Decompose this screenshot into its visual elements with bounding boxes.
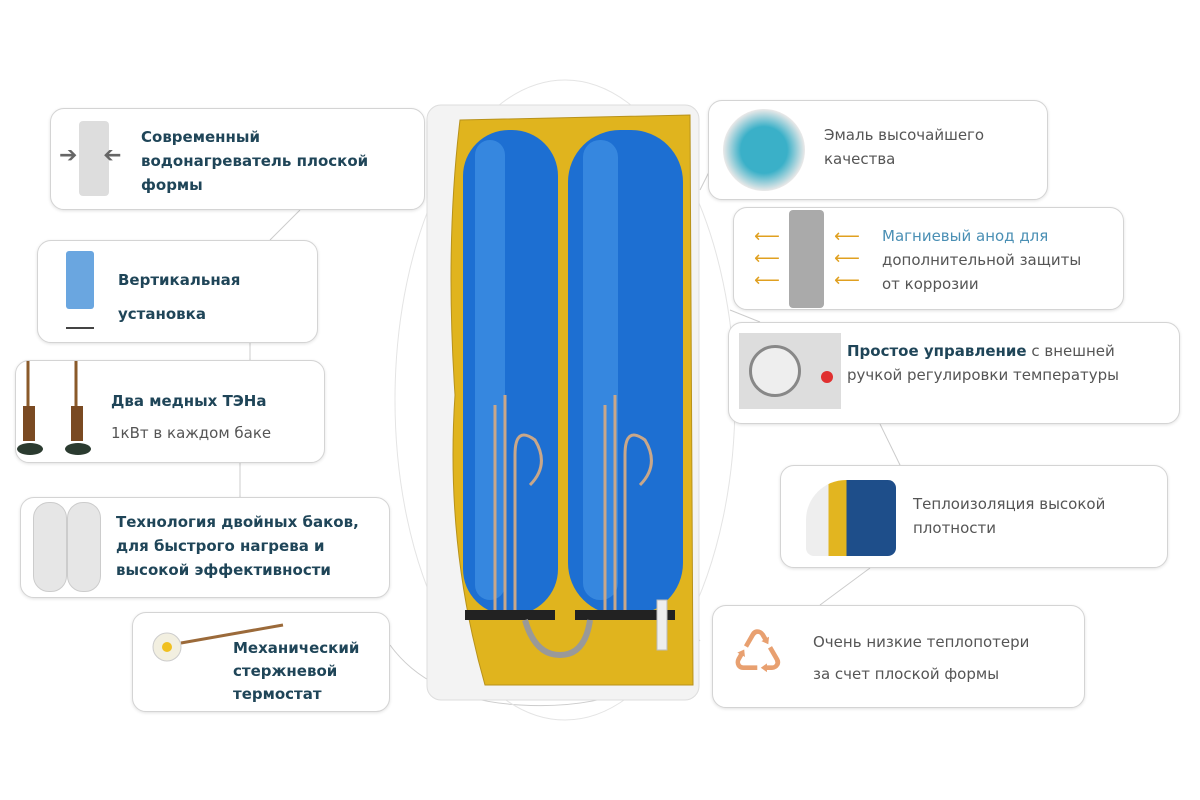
feature-text: за счет плоской формы (813, 665, 1000, 683)
feature-text: дополнительной защиты (882, 251, 1082, 269)
feature-copper-elements: Два медных ТЭНа 1кВт в каждом баке (15, 360, 325, 463)
feature-text: ручкой регулировки температуры (847, 366, 1119, 384)
arrow-left-icon: ➔ (103, 143, 122, 168)
feature-text: формы (141, 176, 203, 194)
feature-title: Простое управление (847, 342, 1027, 360)
copper-heating-element-icon (17, 361, 91, 455)
feature-text: плотности (913, 519, 997, 537)
feature-text: Очень низкие теплопотери (813, 633, 1030, 651)
feature-flat-shape: ➔ ➔ Современный водонагреватель плоской … (50, 108, 425, 210)
insulation-icon (806, 480, 896, 556)
feature-subtitle: 1кВт в каждом баке (111, 424, 272, 442)
recycle-flame-icon: ♺ (731, 618, 785, 688)
control-knob-icon (739, 333, 841, 409)
feature-text: от коррозии (882, 275, 979, 293)
feature-text: Современный (141, 128, 260, 146)
feature-text: водонагреватель плоской (141, 152, 369, 170)
feature-title: Два медных ТЭНа (111, 392, 267, 410)
feature-insulation: Теплоизоляция высокой плотности (780, 465, 1168, 568)
feature-low-heat-loss: ♺ Очень низкие теплопотери за счет плоск… (712, 605, 1085, 708)
magnesium-anode-icon (789, 210, 824, 308)
feature-text: для быстрого нагрева и (116, 537, 325, 555)
feature-text: Технология двойных баков, (116, 513, 359, 531)
feature-text: Механический (233, 639, 360, 657)
feature-thermostat: Механический стержневой термостат (132, 612, 390, 712)
feature-text: Теплоизоляция высокой (913, 495, 1106, 513)
feature-text: термостат (233, 685, 322, 703)
feature-text: качества (824, 150, 896, 168)
feature-text: стержневой (233, 662, 338, 680)
rod-thermostat-icon (152, 623, 284, 662)
feature-enamel: Эмаль высочайшего качества (708, 100, 1048, 200)
feature-text: высокой эффективности (116, 561, 331, 579)
feature-anode: ⟵⟵⟵ ⟵⟵⟵ Магниевый анод для дополнительно… (733, 207, 1124, 310)
arrow-right-icon: ➔ (59, 143, 78, 168)
feature-text: Эмаль высочайшего (824, 126, 985, 144)
feature-text: Вертикальная (118, 271, 241, 289)
feature-text: с внешней (1026, 342, 1115, 360)
feature-control: Простое управление с внешней ручкой регу… (728, 322, 1180, 424)
flat-shape-arrows-icon (79, 121, 109, 196)
enamel-diamond-icon (723, 109, 805, 191)
water-heater-illustration (425, 95, 703, 707)
feature-double-tank: Технология двойных баков, для быстрого н… (20, 497, 390, 598)
feature-text: Магниевый анод для (882, 227, 1049, 245)
feature-vertical-install: Вертикальная установка (37, 240, 318, 343)
vertical-install-icon (66, 251, 94, 309)
feature-text: установка (118, 305, 206, 323)
double-tank-icon (33, 502, 67, 592)
indicator-light-icon (821, 371, 833, 383)
